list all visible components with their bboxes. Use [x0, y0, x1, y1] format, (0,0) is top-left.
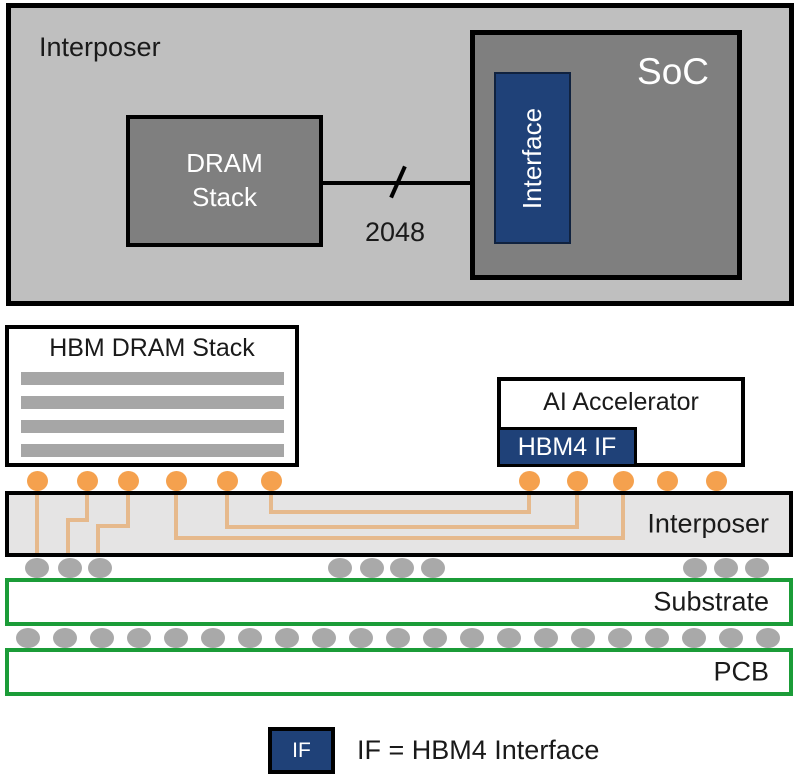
solder-ball: [360, 558, 384, 578]
solder-ball: [164, 628, 188, 648]
microbump: [260, 471, 282, 491]
solder-ball: [714, 558, 738, 578]
dram-stack-box: DRAM Stack: [126, 115, 323, 247]
hbm-dram-stack-label: HBM DRAM Stack: [49, 334, 255, 362]
solder-ball: [571, 628, 595, 648]
solder-ball: [58, 558, 82, 578]
microbump: [26, 471, 48, 491]
dram-stack-label-line1: DRAM: [186, 148, 263, 179]
interface-label: Interface: [517, 107, 548, 209]
microbump: [76, 471, 98, 491]
substrate-bar: Substrate: [5, 578, 793, 626]
interposer-bar: Interposer: [5, 491, 793, 557]
legend-if-label: IF: [292, 738, 311, 762]
solder-ball: [90, 628, 114, 648]
microbump: [165, 471, 187, 491]
microbump: [518, 471, 540, 491]
solder-ball: [127, 628, 151, 648]
interposer-bar-label: Interposer: [647, 508, 769, 539]
solder-ball: [756, 628, 780, 648]
soc-label: SoC: [637, 51, 709, 92]
solder-ball: [25, 558, 49, 578]
bus-width-label: 2048: [364, 217, 426, 247]
solder-ball: [421, 558, 445, 578]
interposer-package-label: Interposer: [39, 32, 161, 62]
microbump: [566, 471, 588, 491]
solder-ball: [88, 558, 112, 578]
solder-ball: [682, 628, 706, 648]
hbm4-if-box: HBM4 IF: [497, 427, 637, 467]
solder-ball: [534, 628, 558, 648]
dram-stack-label: DRAM Stack: [186, 147, 263, 215]
solder-ball: [349, 628, 373, 648]
solder-ball: [16, 628, 40, 648]
legend-if-box: IF: [268, 727, 335, 774]
legend-caption: IF = HBM4 Interface: [357, 735, 600, 765]
ai-accelerator-label: AI Accelerator: [543, 388, 699, 416]
microbump: [216, 471, 238, 491]
solder-ball: [312, 628, 336, 648]
solder-ball: [608, 628, 632, 648]
hbm-dram-stack-box: HBM DRAM Stack: [5, 325, 299, 467]
solder-ball: [386, 628, 410, 648]
pcb-bar: PCB: [5, 648, 793, 696]
solder-ball: [275, 628, 299, 648]
solder-ball: [683, 558, 707, 578]
solder-ball: [745, 558, 769, 578]
solder-ball: [201, 628, 225, 648]
microbump: [656, 471, 678, 491]
microbump: [705, 471, 727, 491]
solder-ball: [328, 558, 352, 578]
solder-ball: [238, 628, 262, 648]
microbump: [612, 471, 634, 491]
solder-ball: [645, 628, 669, 648]
interface-box: Interface: [494, 72, 571, 244]
solder-ball: [390, 558, 414, 578]
solder-ball: [719, 628, 743, 648]
solder-ball: [460, 628, 484, 648]
solder-ball: [53, 628, 77, 648]
microbump: [117, 471, 139, 491]
dram-stack-label-line2: Stack: [191, 182, 258, 212]
solder-ball: [497, 628, 521, 648]
solder-ball: [423, 628, 447, 648]
hbm4-if-label: HBM4 IF: [517, 432, 617, 461]
substrate-label: Substrate: [653, 586, 769, 617]
pcb-label: PCB: [713, 656, 769, 687]
